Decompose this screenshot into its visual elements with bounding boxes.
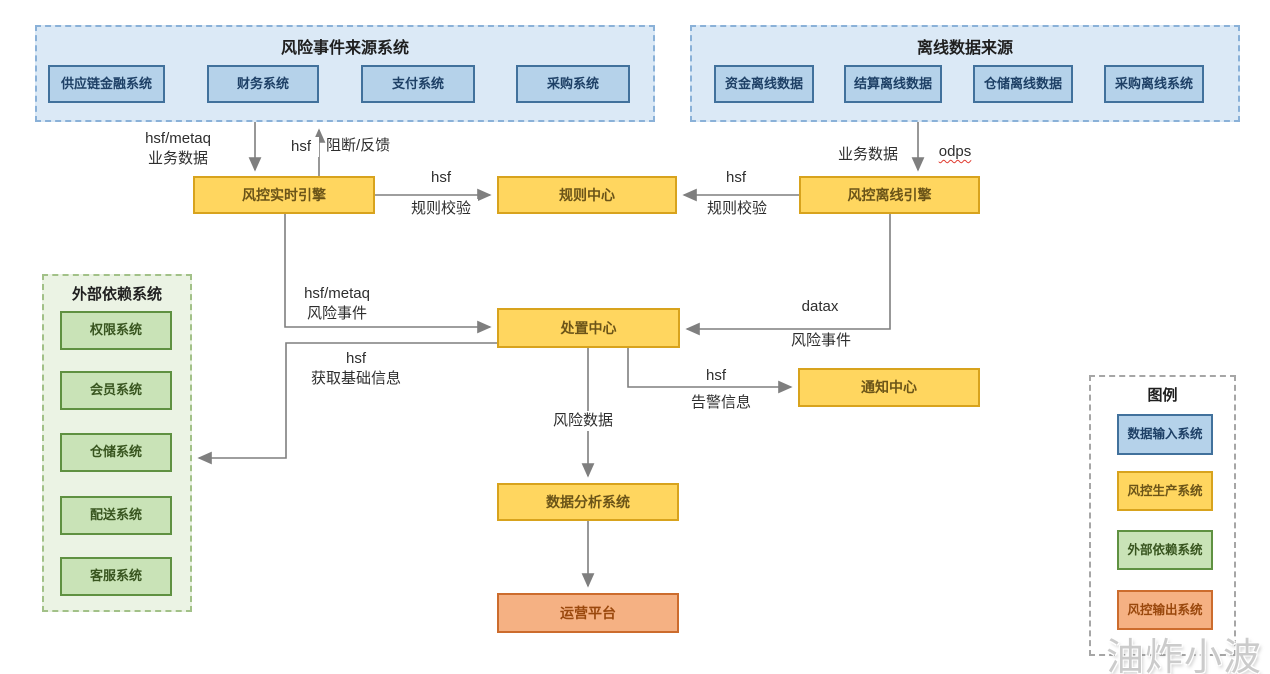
group-offline-data-sources-title: 离线数据来源 <box>916 40 1013 57</box>
node-permission-system: 权限系统 <box>60 311 172 350</box>
watermark: 油炸小波 <box>1106 637 1263 674</box>
node-disposal-center: 处置中心 <box>497 308 680 348</box>
node-delivery-system: 配送系统 <box>60 496 172 535</box>
node-rule-center: 规则中心 <box>497 176 677 214</box>
node-supply-chain-finance-system: 供应链金融系统 <box>48 65 165 103</box>
edge-label-rt-rule-hsf: hsf <box>409 168 473 188</box>
edge-label-datax: datax <box>789 297 851 317</box>
node-procurement-system: 采购系统 <box>516 65 630 103</box>
edge-label-offline-business-data: 业务数据 <box>834 145 902 165</box>
node-payment-system: 支付系统 <box>361 65 475 103</box>
node-operation-platform: 运营平台 <box>497 593 679 633</box>
node-member-system: 会员系统 <box>60 371 172 410</box>
node-data-analysis-system: 数据分析系统 <box>497 483 679 521</box>
edge-label-business-data-in: hsf/metaq 业务数据 <box>130 129 226 169</box>
node-warehouse-offline-data: 仓储离线数据 <box>973 65 1073 103</box>
edge-label-off-rule-check: 规则校验 <box>700 199 774 219</box>
node-customer-service-system: 客服系统 <box>60 557 172 596</box>
edge-label-rt-rule-check: 规则校验 <box>404 199 478 219</box>
group-external-dependencies-title: 外部依赖系统 <box>71 286 162 303</box>
legend-title: 图例 <box>1147 387 1178 404</box>
edge-label-risk-data: 风险数据 <box>549 411 617 431</box>
legend-item-risk-production-systems: 风控生产系统 <box>1117 471 1213 511</box>
legend-item-data-input-systems: 数据输入系统 <box>1117 414 1213 455</box>
edge-label-base-info: hsf 获取基础信息 <box>300 349 412 389</box>
node-warehouse-system: 仓储系统 <box>60 433 172 472</box>
edge-label-alert-hsf: hsf <box>697 366 735 386</box>
legend-item-risk-output-systems: 风控输出系统 <box>1117 590 1213 630</box>
node-realtime-risk-engine: 风控实时引擎 <box>193 176 375 214</box>
node-finance-system: 财务系统 <box>207 65 319 103</box>
edge-label-block-feedback-hsf: hsf <box>283 137 319 157</box>
edge-label-block-feedback: 阻断/反馈 <box>326 136 400 156</box>
legend-item-external-dependency-systems: 外部依赖系统 <box>1117 530 1213 570</box>
edge-label-alert-info: 告警信息 <box>686 393 756 413</box>
node-procurement-offline-system: 采购离线系统 <box>1104 65 1204 103</box>
group-risk-event-sources-title: 风险事件来源系统 <box>280 40 409 57</box>
edge-label-rt-risk-event: hsf/metaq 风险事件 <box>294 284 380 324</box>
node-offline-risk-engine: 风控离线引擎 <box>799 176 980 214</box>
node-funds-offline-data: 资金离线数据 <box>714 65 814 103</box>
edge-label-odps: odps <box>931 142 979 162</box>
edge-label-off-rule-hsf: hsf <box>704 168 768 188</box>
edge-label-off-risk-event: 风险事件 <box>787 331 855 351</box>
node-notification-center: 通知中心 <box>798 368 980 407</box>
node-settlement-offline-data: 结算离线数据 <box>844 65 942 103</box>
